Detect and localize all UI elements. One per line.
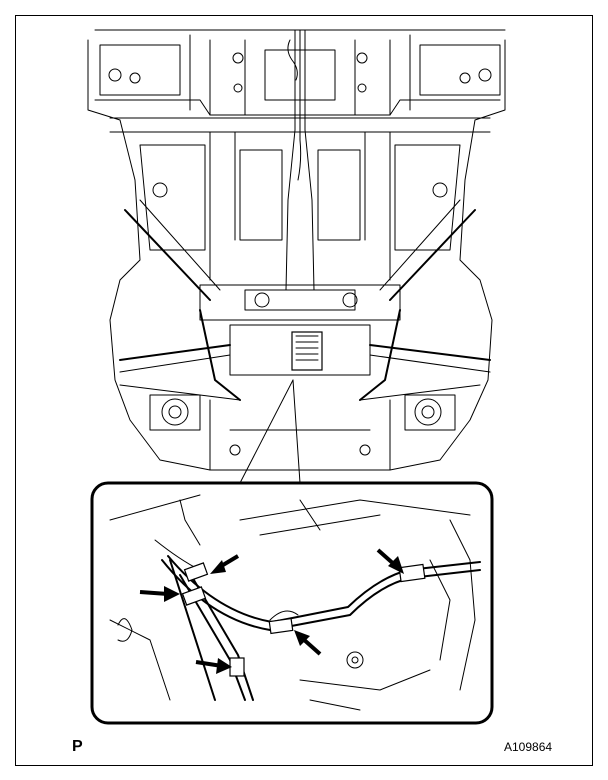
tube-clamp-right	[398, 563, 426, 583]
arrow-clamp-right	[376, 548, 404, 574]
tube-clamp-lower	[229, 657, 245, 677]
view-label: P	[72, 738, 83, 755]
arrow-clamp-center	[294, 630, 322, 656]
arrow-clamp-upper-left	[210, 554, 240, 574]
tube-clamp-left	[181, 586, 207, 606]
arrow-clamp-left	[139, 586, 180, 602]
callout-pointer	[239, 379, 301, 484]
vehicle-underbody	[87, 29, 506, 471]
arrow-clamp-lower	[195, 658, 232, 674]
tube-clamp-center	[268, 617, 294, 635]
detail-inset	[90, 481, 494, 725]
tube-clamp-upper	[183, 562, 209, 582]
figure-code: A109864	[504, 740, 553, 754]
figure-frame	[15, 15, 593, 766]
